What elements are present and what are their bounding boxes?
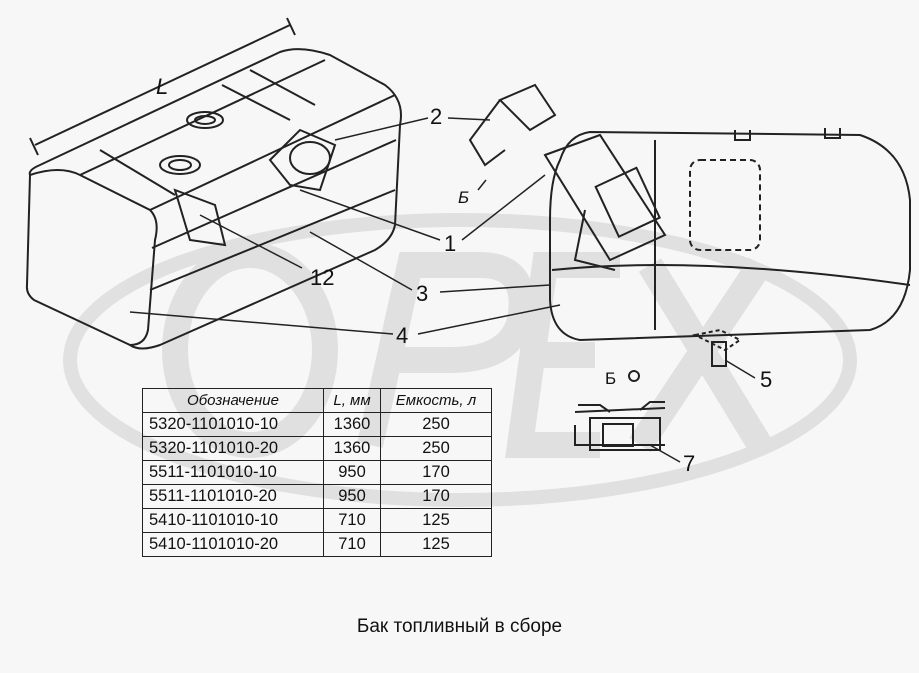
header-designation: Обозначение — [142, 388, 324, 413]
cell-designation: 5320-1101010-20 — [142, 436, 324, 461]
cell-designation: 5410-1101010-20 — [142, 532, 324, 557]
left-fuel-tank — [25, 17, 402, 350]
callout-12: 12 — [310, 265, 335, 290]
cell-designation: 5511-1101010-10 — [142, 460, 324, 485]
view-label-b-detail: Б — [605, 369, 617, 388]
header-length: L, мм — [323, 388, 381, 413]
right-fuel-tank — [468, 83, 911, 367]
drawing-caption: Бак топливный в сборе — [356, 616, 563, 637]
detail-view-b — [574, 370, 666, 451]
table-row: 5511-1101010-10 950 170 — [142, 460, 492, 485]
cell-length: 950 — [323, 460, 381, 485]
view-label-b-arrow: Б — [458, 188, 470, 207]
parts-table: Обозначение L, мм Емкость, л 5320-110101… — [142, 388, 492, 557]
header-capacity: Емкость, л — [380, 388, 492, 413]
cell-length: 950 — [323, 484, 381, 509]
table-row: 5320-1101010-10 1360 250 — [142, 412, 492, 437]
table-row: 5410-1101010-10 710 125 — [142, 508, 492, 533]
cell-designation: 5511-1101010-20 — [142, 484, 324, 509]
cell-designation: 5410-1101010-10 — [142, 508, 324, 533]
cell-capacity: 170 — [380, 460, 492, 485]
callout-4: 4 — [396, 323, 409, 348]
cell-capacity: 170 — [380, 484, 492, 509]
table-header-row: Обозначение L, мм Емкость, л — [142, 388, 492, 413]
table-row: 5410-1101010-20 710 125 — [142, 532, 492, 557]
table-row: 5320-1101010-20 1360 250 — [142, 436, 492, 461]
cell-length: 1360 — [323, 436, 381, 461]
callout-7: 7 — [683, 451, 696, 476]
callout-1: 1 — [444, 231, 457, 256]
cell-length: 710 — [323, 532, 381, 557]
table-row: 5511-1101010-20 950 170 — [142, 484, 492, 509]
cell-length: 1360 — [323, 412, 381, 437]
callout-5: 5 — [760, 367, 773, 392]
cell-capacity: 250 — [380, 436, 492, 461]
cell-length: 710 — [323, 508, 381, 533]
dimension-label-l: L — [156, 74, 169, 99]
leader-lines — [129, 117, 756, 463]
callout-3: 3 — [416, 281, 429, 306]
cell-designation: 5320-1101010-10 — [142, 412, 324, 437]
callout-2: 2 — [430, 104, 443, 129]
cell-capacity: 125 — [380, 532, 492, 557]
cell-capacity: 250 — [380, 412, 492, 437]
cell-capacity: 125 — [380, 508, 492, 533]
